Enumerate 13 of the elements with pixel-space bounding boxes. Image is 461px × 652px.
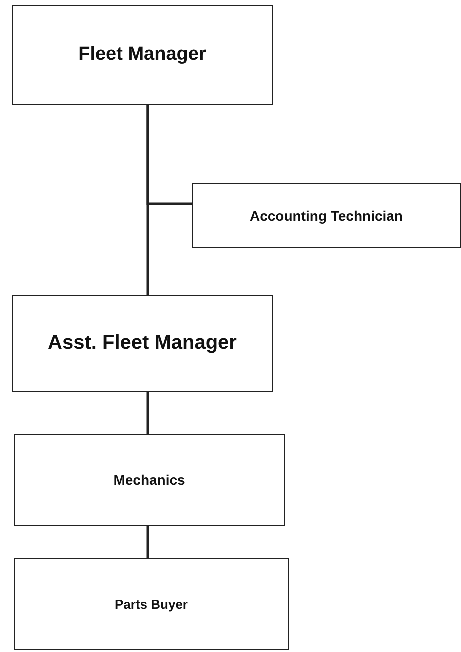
connector-line [146, 392, 150, 434]
role-title: Parts Buyer [115, 596, 188, 612]
role-title: Asst. Fleet Manager [48, 332, 237, 355]
role-title: Accounting Technician [250, 208, 403, 224]
role-box [14, 558, 289, 650]
connector-line [146, 105, 150, 295]
role-box [12, 295, 273, 392]
role-box [14, 434, 285, 526]
role-title: Mechanics [114, 472, 186, 488]
role-box [12, 5, 273, 105]
role-title: Fleet Manager [78, 44, 206, 66]
connector-line [146, 526, 150, 558]
role-box [192, 183, 461, 248]
